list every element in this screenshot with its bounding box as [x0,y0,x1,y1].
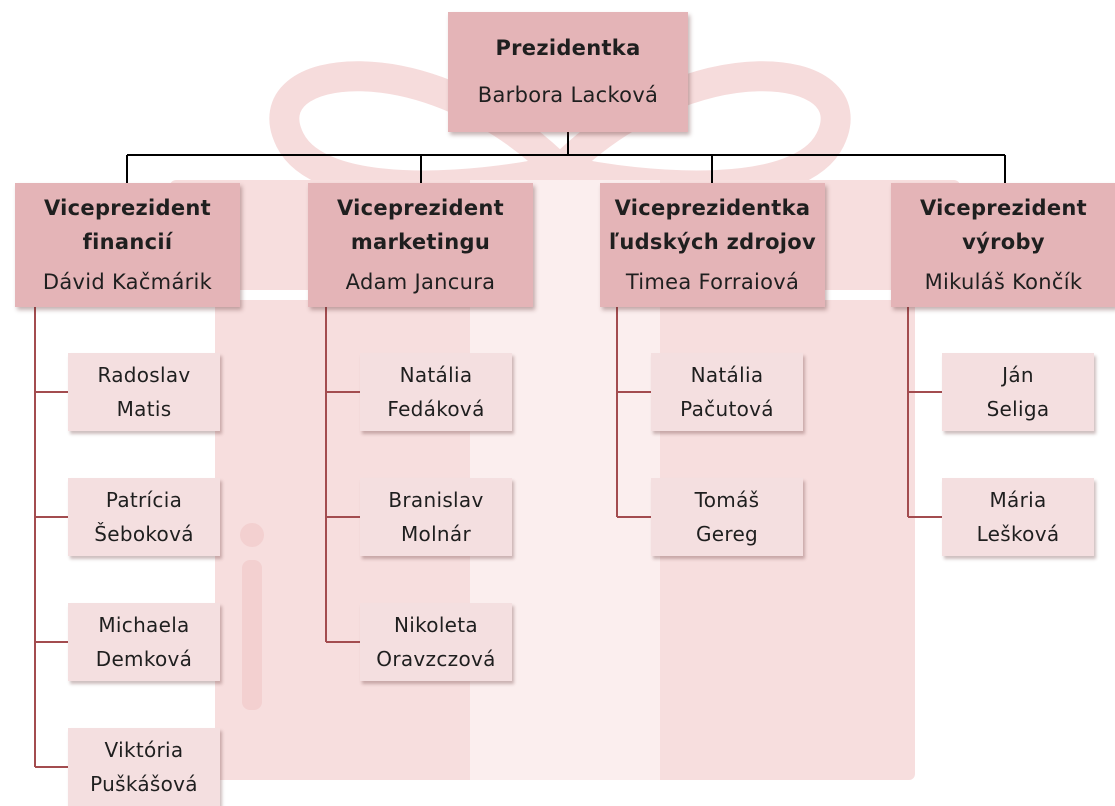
employee-box: Branislav Molnár [360,478,512,556]
employee-first-name: Michaela [98,613,190,637]
vp-title-line1: Viceprezident [337,196,504,220]
vp-box-hr: Viceprezidentka ľudských zdrojov Timea F… [600,183,825,307]
employee-box: Patrícia Šeboková [68,478,220,556]
employee-last-name: Šeboková [94,522,194,546]
employee-box: Michaela Demková [68,603,220,681]
employee-box: Ján Seliga [942,353,1094,431]
top-connectors [126,132,1006,183]
vp-title-line1: Viceprezident [44,196,211,220]
vp-name: Timea Forraiová [625,270,800,294]
vp-title-line1: Viceprezidentka [614,196,811,220]
president-name: Barbora Lacková [477,83,659,107]
employee-first-name: Radoslav [97,363,191,387]
vp-title-line2: výroby [962,230,1045,254]
employee-first-name: Nikoleta [394,613,478,637]
employee-last-name: Puškášová [90,772,198,796]
vp-box-production: Viceprezident výroby Mikuláš Končík [891,183,1115,307]
employee-box: Mária Lešková [942,478,1094,556]
employee-last-name: Demková [95,647,193,671]
employee-first-name: Ján [1002,363,1034,387]
employee-first-name: Natália [690,363,764,387]
vp-title-line2: financií [82,230,173,254]
vp-box-marketing: Viceprezident marketingu Adam Jancura [308,183,533,307]
employee-box: Nikoleta Oravzczová [360,603,512,681]
employee-last-name: Oravzczová [376,647,496,671]
employee-last-name: Molnár [400,522,471,546]
employee-last-name: Matis [116,397,172,421]
employee-first-name: Viktória [104,738,184,762]
vp-name: Dávid Kačmárik [42,270,213,294]
employee-first-name: Tomáš [694,488,760,512]
employee-last-name: Gereg [695,522,759,546]
employee-box: Natália Fedáková [360,353,512,431]
vp-title-line1: Viceprezident [920,196,1087,220]
employee-box: Radoslav Matis [68,353,220,431]
employee-last-name: Seliga [986,397,1050,421]
vp-title-line2: marketingu [350,230,491,254]
president-title: Prezidentka [495,36,641,60]
employee-last-name: Pačutová [680,397,774,421]
employee-last-name: Fedáková [387,397,485,421]
employee-first-name: Natália [399,363,473,387]
employee-last-name: Lešková [976,522,1060,546]
employee-box: Viktória Puškášová [68,728,220,806]
vp-name: Mikuláš Končík [924,270,1083,294]
employee-first-name: Branislav [388,488,484,512]
vp-name: Adam Jancura [345,270,496,294]
vp-box-finance: Viceprezident financií Dávid Kačmárik [15,183,240,307]
employee-first-name: Patrícia [105,488,183,512]
employee-first-name: Mária [989,488,1047,512]
branch-connectors [34,307,942,768]
employee-box: Tomáš Gereg [651,478,803,556]
president-box: Prezidentka Barbora Lacková [448,12,688,132]
employee-box: Natália Pačutová [651,353,803,431]
vp-title-line2: ľudských zdrojov [608,230,817,254]
